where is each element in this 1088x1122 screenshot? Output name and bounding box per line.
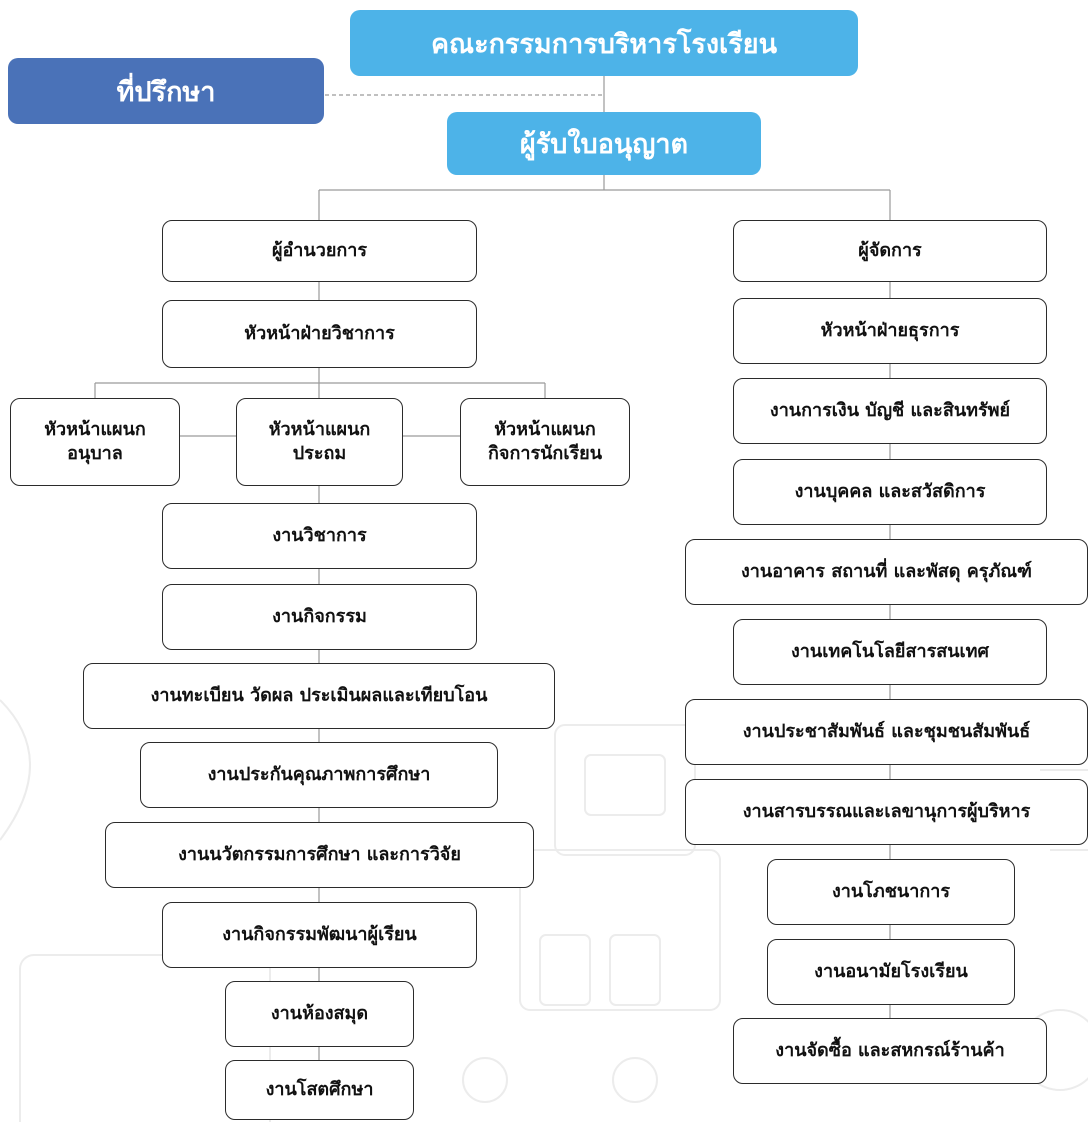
advisor-box: ที่ปรึกษา bbox=[8, 58, 324, 124]
academic-unit-box: งานกิจกรรมพัฒนาผู้เรียน bbox=[162, 902, 477, 968]
dept-primary-box: หัวหน้าแผนก ประถม bbox=[236, 398, 403, 486]
admin-unit-box: งานการเงิน บัญชี และสินทรัพย์ bbox=[733, 378, 1047, 444]
academic-unit-box: งานห้องสมุด bbox=[225, 981, 414, 1047]
admin-unit-box: งานเทคโนโลยีสารสนเทศ bbox=[733, 619, 1047, 685]
academic-head-box: หัวหน้าฝ่ายวิชาการ bbox=[162, 300, 477, 368]
admin-unit-box: งานบุคคล และสวัสดิการ bbox=[733, 459, 1047, 525]
admin-head-box: หัวหน้าฝ่ายธุรการ bbox=[733, 298, 1047, 364]
advisor-label: ที่ปรึกษา bbox=[116, 76, 216, 108]
manager-box: ผู้จัดการ bbox=[733, 220, 1047, 282]
admin-unit-box: งานจัดซื้อ และสหกรณ์ร้านค้า bbox=[733, 1018, 1047, 1084]
committee-box: คณะกรรมการบริหารโรงเรียน bbox=[350, 10, 858, 76]
academic-unit-box: งานโสตศึกษา bbox=[225, 1060, 414, 1120]
dept-kindergarten-box: หัวหน้าแผนก อนุบาล bbox=[10, 398, 180, 486]
licensee-box: ผู้รับใบอนุญาต bbox=[447, 112, 761, 175]
director-box: ผู้อำนวยการ bbox=[162, 220, 477, 282]
admin-unit-box: งานประชาสัมพันธ์ และชุมชนสัมพันธ์ bbox=[685, 699, 1088, 765]
committee-label: คณะกรรมการบริหารโรงเรียน bbox=[430, 28, 778, 60]
academic-unit-box: งานนวัตกรรมการศึกษา และการวิจัย bbox=[105, 822, 534, 888]
dept-student-affairs-box: หัวหน้าแผนก กิจการนักเรียน bbox=[460, 398, 630, 486]
admin-unit-box: งานสารบรรณและเลขานุการผู้บริหาร bbox=[685, 779, 1088, 845]
admin-unit-box: งานโภชนาการ bbox=[767, 859, 1015, 925]
academic-unit-box: งานวิชาการ bbox=[162, 503, 477, 569]
academic-unit-box: งานกิจกรรม bbox=[162, 584, 477, 650]
licensee-label: ผู้รับใบอนุญาต bbox=[519, 129, 689, 160]
academic-unit-box: งานประกันคุณภาพการศึกษา bbox=[140, 742, 498, 808]
admin-unit-box: งานอนามัยโรงเรียน bbox=[767, 939, 1015, 1005]
academic-unit-box: งานทะเบียน วัดผล ประเมินผลและเทียบโอน bbox=[83, 663, 555, 729]
admin-unit-box: งานอาคาร สถานที่ และพัสดุ ครุภัณฑ์ bbox=[685, 539, 1088, 605]
